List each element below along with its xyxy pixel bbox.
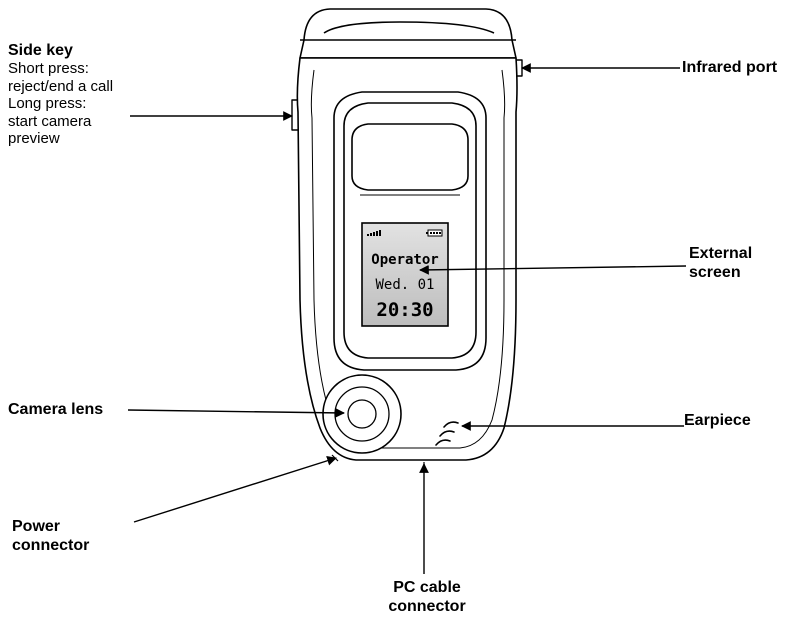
earpiece (435, 421, 459, 446)
side-key-desc-4: start camera (8, 112, 92, 130)
power-connector-pointer (133, 455, 337, 523)
external-screen-pointer (419, 264, 687, 275)
pc-cable-label: PC cable connector (382, 578, 472, 616)
pc-cable-label-2: connector (388, 598, 466, 615)
pc-cable-label-1: PC cable (393, 579, 461, 596)
lcd-operator: Operator (371, 252, 438, 268)
external-screen-label: External screen (689, 244, 752, 282)
external-screen-label-2: screen (689, 264, 741, 281)
earpiece-label: Earpiece (684, 412, 751, 429)
side-key-title: Side key (8, 42, 73, 59)
external-screen-label-1: External (689, 245, 753, 262)
side-key-label: Side key Short press: reject/end a call … (8, 41, 113, 148)
phone-hinge (299, 8, 517, 59)
power-connector-label-2: connector (12, 537, 90, 554)
battery-icon (426, 229, 443, 237)
side-key-desc-2: reject/end a call (8, 77, 114, 95)
side-key-desc-3: Long press: (8, 95, 87, 112)
camera-lens-pointer (127, 407, 345, 418)
power-connector-label-1: Power (12, 518, 61, 535)
callout-lines (127, 63, 687, 574)
power-connector-label: Power connector (12, 517, 89, 555)
external-screen: Operator Wed. 01 20:30 (361, 222, 449, 327)
camera-lens-label: Camera lens (8, 401, 104, 418)
lcd-time: 20:30 (376, 299, 433, 321)
signal-icon (367, 230, 381, 236)
side-key-desc-1: Short press: (8, 60, 89, 77)
infrared-port-label: Infrared port (682, 59, 778, 76)
side-key-desc-5: preview (8, 130, 60, 147)
lcd-date: Wed. 01 (375, 277, 434, 293)
camera-lens (322, 374, 402, 454)
